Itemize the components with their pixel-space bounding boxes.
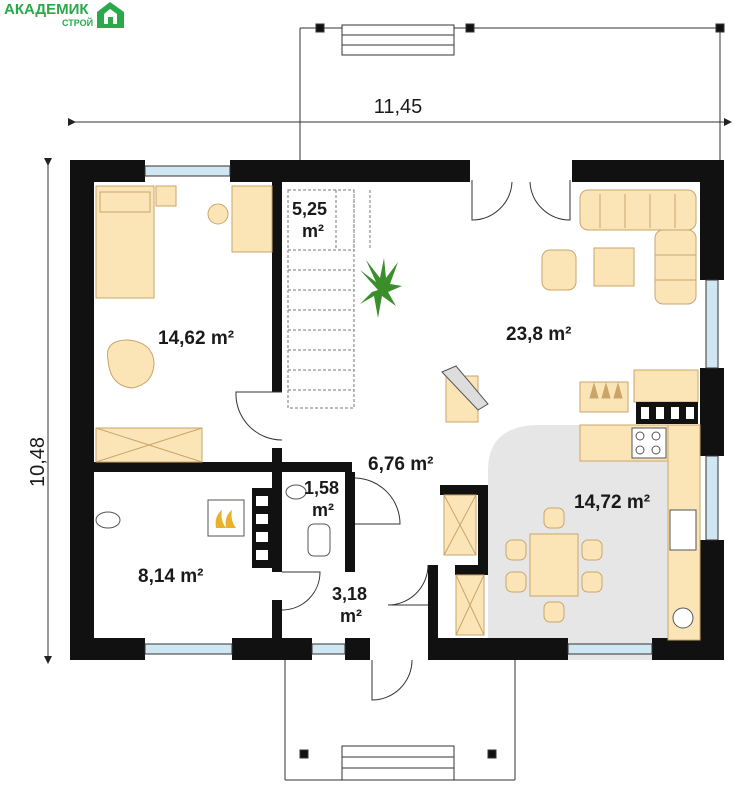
hall-furniture (441, 365, 489, 423)
living-furniture (541, 189, 699, 413)
plant-icon (360, 258, 402, 318)
stove (631, 427, 667, 459)
label-wc: 1,58 (304, 478, 339, 498)
staircase (287, 189, 371, 409)
dining-table (529, 533, 579, 597)
bathroom-furniture (95, 484, 331, 568)
terrace-top (299, 23, 725, 160)
kitchen-furniture (505, 424, 701, 641)
label-stair-hall: 5,25 (292, 199, 327, 219)
windows (144, 165, 719, 655)
label-kitchen: 14,72 m² (574, 492, 650, 513)
walls (70, 160, 724, 660)
sofa (579, 189, 697, 231)
boiler (207, 499, 245, 537)
fireplace-base (633, 369, 699, 403)
height-dimension: 10,48 (27, 437, 49, 487)
width-dimension: 11,45 (374, 96, 423, 118)
label-bath: 8,14 m² (138, 566, 203, 587)
armchair-living (541, 249, 577, 291)
label-bedroom: 14,62 m² (158, 328, 234, 349)
coffee-table (593, 247, 635, 287)
chimney (636, 402, 698, 424)
label-vestibule-unit: m² (340, 606, 362, 626)
label-stair-hall-unit: m² (302, 221, 324, 241)
brand-logo: АКАДЕМИК СТРОЙ (4, 1, 124, 28)
bedroom-furniture (95, 185, 273, 463)
brand-name: АКАДЕМИК (4, 1, 89, 18)
label-wc-unit: m² (312, 500, 334, 520)
label-living: 23,8 m² (506, 324, 571, 345)
porch-bottom (284, 660, 516, 781)
label-hall: 6,76 m² (368, 454, 433, 475)
label-vestibule: 3,18 (332, 584, 367, 604)
kitchen-sink (669, 509, 697, 551)
closets (443, 494, 485, 636)
brand-sub: СТРОЙ (62, 17, 93, 28)
dimension-lines (44, 118, 732, 664)
doors (235, 180, 571, 701)
toilet (307, 523, 331, 557)
armchair (106, 339, 155, 389)
